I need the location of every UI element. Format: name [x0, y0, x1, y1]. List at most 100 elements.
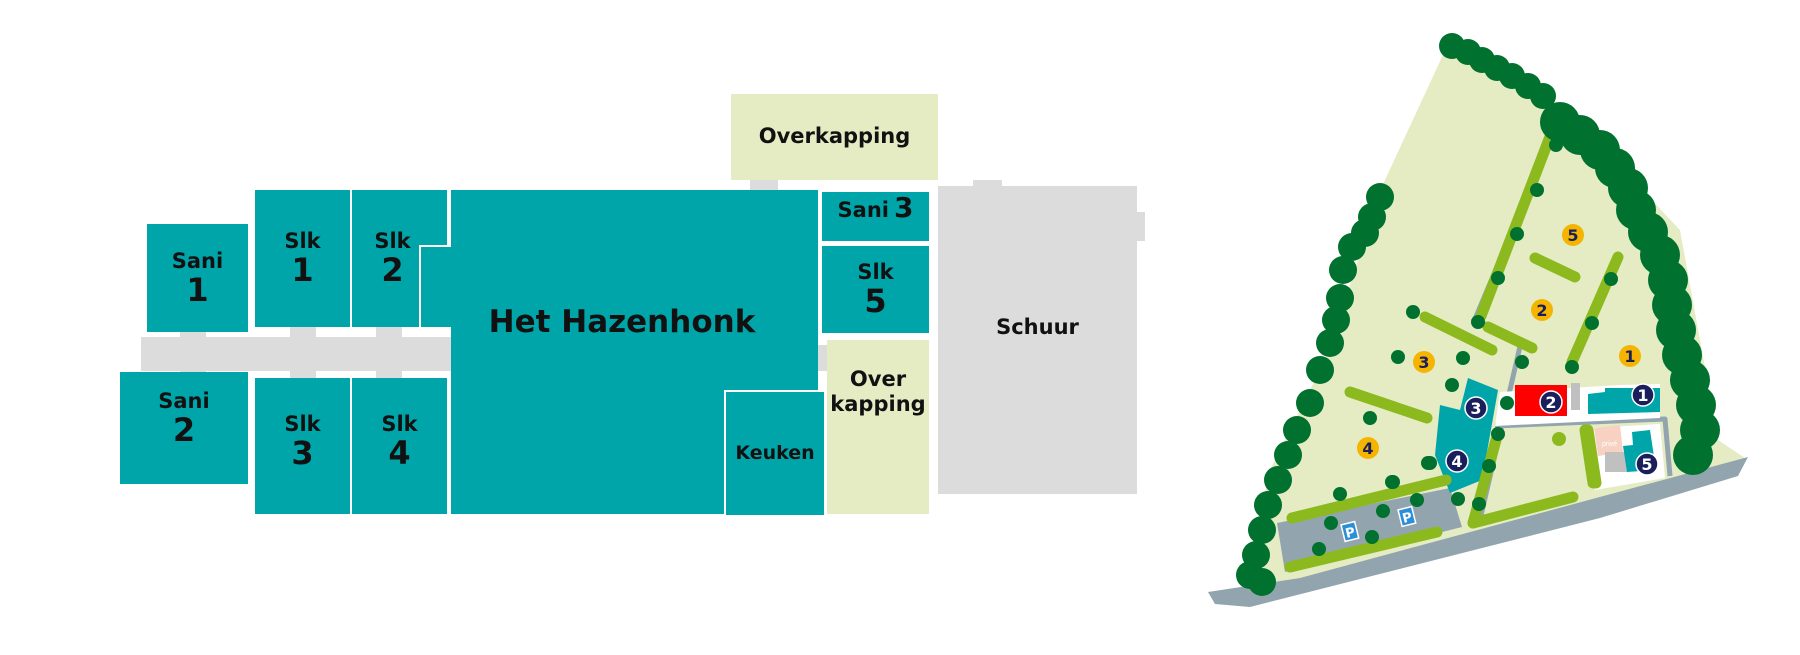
field-marker-label: 4 — [1362, 439, 1373, 458]
shed-schuur[interactable]: Schuur — [938, 186, 1137, 494]
connector — [180, 330, 206, 378]
tree — [1410, 493, 1424, 507]
field-marker-3[interactable] — [1413, 351, 1435, 373]
shed-notch — [973, 180, 1002, 188]
field-marker-label: 1 — [1624, 347, 1635, 366]
tree — [1306, 356, 1334, 384]
field-marker-2[interactable] — [1531, 299, 1553, 321]
tree — [1264, 466, 1292, 494]
canopy-overkapping-side[interactable]: Over kapping — [827, 340, 929, 514]
private-label: privé — [1602, 441, 1617, 448]
tree — [1326, 284, 1354, 312]
trees — [1236, 33, 1720, 596]
hedge — [1284, 526, 1443, 573]
field-marker-4[interactable] — [1357, 437, 1379, 459]
tree — [1456, 351, 1470, 365]
tree — [1386, 475, 1400, 489]
building-marker-1[interactable] — [1631, 383, 1655, 407]
building-marker-3[interactable] — [1464, 396, 1488, 420]
field-marker-5[interactable] — [1562, 224, 1584, 246]
tree — [1530, 183, 1544, 197]
tree — [1324, 516, 1338, 530]
building-marker-5[interactable] — [1635, 452, 1659, 476]
building-marker-4[interactable] — [1445, 449, 1469, 473]
tree — [1406, 305, 1420, 319]
building-marker-label: 2 — [1545, 393, 1556, 412]
field-marker-label: 2 — [1536, 301, 1547, 320]
tree — [1445, 378, 1459, 392]
tree — [1283, 416, 1311, 444]
hedge — [1582, 424, 1602, 489]
tree — [1312, 542, 1326, 556]
tree — [1248, 516, 1276, 544]
canopy-overkapping-top[interactable]: Overkapping — [731, 94, 938, 180]
room-slk-4[interactable]: Slk 4 — [352, 378, 447, 514]
tree — [1530, 83, 1556, 109]
tree — [1338, 233, 1366, 261]
tree — [1604, 272, 1618, 286]
shed-notch — [1135, 212, 1145, 241]
room-slk-5[interactable]: Slk 5 — [822, 246, 929, 333]
tree — [1365, 530, 1379, 544]
tree — [1316, 329, 1344, 357]
connector — [815, 345, 829, 371]
room-keuken[interactable]: Keuken — [724, 390, 824, 515]
tree — [1491, 427, 1505, 441]
connector — [290, 325, 316, 381]
hedge — [1482, 321, 1538, 354]
field-marker-label: 3 — [1418, 353, 1429, 372]
building-marker-2[interactable] — [1539, 390, 1563, 414]
tree — [1515, 355, 1529, 369]
hedge — [1529, 252, 1581, 283]
tree — [1274, 441, 1302, 469]
field-marker-1[interactable] — [1619, 345, 1641, 367]
room-sani-3[interactable]: Sani 3 — [822, 192, 929, 241]
tree — [1451, 492, 1465, 506]
tree — [1482, 459, 1496, 473]
tree — [1254, 491, 1282, 519]
tree — [1472, 497, 1486, 511]
hedge — [1286, 474, 1452, 524]
tree — [1248, 568, 1276, 596]
tree — [1333, 487, 1347, 501]
shrub — [1552, 432, 1566, 446]
tree — [1510, 227, 1524, 241]
tree — [1329, 256, 1357, 284]
room-sani-1[interactable]: Sani 1 — [147, 224, 248, 332]
tree — [1391, 350, 1405, 364]
tree — [1423, 456, 1437, 470]
room-sani-2[interactable]: Sani 2 — [120, 372, 248, 484]
tree — [1376, 504, 1390, 518]
tree — [1363, 411, 1377, 425]
connector — [750, 178, 778, 192]
building-marker-label: 5 — [1641, 455, 1652, 474]
parking-sign — [1397, 505, 1417, 528]
hedge — [1344, 386, 1433, 424]
tree — [1565, 360, 1579, 374]
tree — [1500, 396, 1514, 410]
garage — [1571, 383, 1580, 410]
tree — [1491, 271, 1505, 285]
building-marker-label: 3 — [1470, 399, 1481, 418]
road — [1208, 457, 1748, 607]
room-slk-1[interactable]: Slk 1 — [255, 190, 350, 327]
hedge — [1467, 491, 1579, 529]
hedge — [1475, 115, 1562, 322]
connector — [376, 325, 402, 381]
tree — [1471, 315, 1485, 329]
private-area — [1594, 425, 1623, 456]
room-slk-3[interactable]: Slk 3 — [255, 378, 350, 514]
building-marker-label: 4 — [1451, 452, 1462, 471]
tree — [1296, 389, 1324, 417]
parking-sign — [1340, 520, 1360, 543]
building-5-garage — [1605, 452, 1627, 472]
path-east — [1494, 416, 1673, 477]
hedge — [1419, 311, 1498, 356]
parking-sign-label: P — [1344, 525, 1357, 542]
tree — [1673, 435, 1713, 475]
parking-sign-label: P — [1401, 510, 1414, 527]
tree — [1585, 316, 1599, 330]
field-marker-label: 5 — [1567, 226, 1578, 245]
